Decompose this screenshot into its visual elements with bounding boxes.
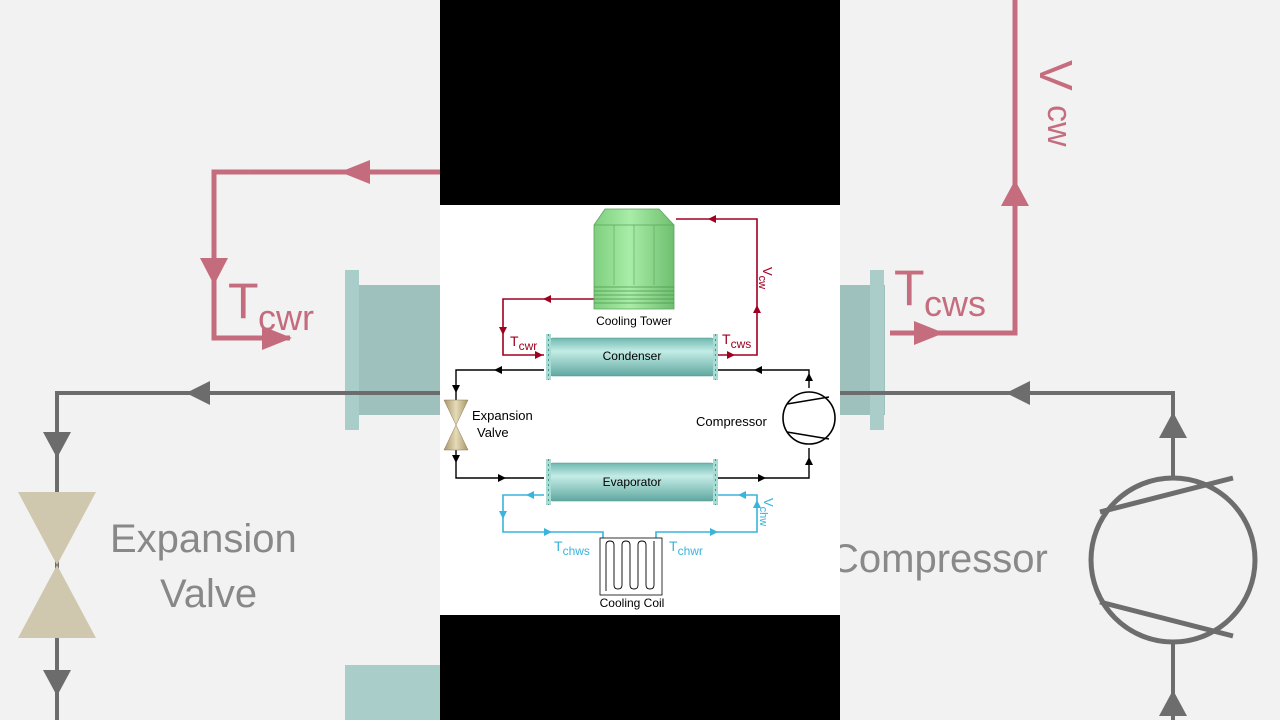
- svg-text:Vchw: Vchw: [757, 498, 776, 526]
- compressor: [782, 391, 836, 445]
- svg-text:Vcw: Vcw: [756, 267, 775, 289]
- t-chwr-label: Tchwr: [669, 538, 703, 558]
- cooling-tower-label: Cooling Tower: [596, 314, 672, 328]
- evaporator-label: Evaporator: [603, 475, 662, 489]
- expansion-valve-label-1: Expansion: [472, 408, 533, 423]
- cooling-coil-label: Cooling Coil: [600, 596, 665, 610]
- background-zoom-left: T cwr Expansion Valve: [0, 0, 440, 720]
- letterbox-top: [440, 0, 840, 205]
- condenser-label: Condenser: [603, 349, 662, 363]
- svg-text:T: T: [894, 260, 925, 316]
- t-cwr-label: Tcwr: [510, 333, 537, 353]
- svg-text:Valve: Valve: [160, 572, 257, 616]
- chiller-diagram: Cooling Tower: [440, 205, 840, 615]
- v-chw-label: Vchw: [757, 498, 776, 526]
- t-chws-label: Tchws: [554, 538, 590, 558]
- cooling-coil: [599, 537, 663, 596]
- v-cw-label: Vcw: [756, 267, 775, 289]
- chilled-water-loop: [502, 494, 758, 543]
- t-cws-label: Tcws: [722, 331, 751, 351]
- expansion-valve: [443, 399, 469, 451]
- condenser: [546, 334, 718, 380]
- compressor-label: Compressor: [696, 414, 767, 429]
- evaporator: [546, 459, 718, 505]
- cooling-tower: [593, 208, 675, 310]
- svg-text:cws: cws: [924, 283, 986, 324]
- svg-text:cwr: cwr: [258, 297, 314, 338]
- svg-text:cw: cw: [1040, 105, 1078, 147]
- svg-text:Expansion: Expansion: [110, 517, 297, 561]
- letterbox-bottom: [440, 615, 840, 720]
- chilled-water-arrows: [499, 491, 761, 536]
- svg-text:V: V: [1030, 60, 1082, 91]
- refrigerant-arrows: [452, 366, 813, 482]
- background-zoom-right: T cws V cw Compressor: [840, 0, 1280, 720]
- condenser-water-arrows: [499, 215, 761, 359]
- expansion-valve-label-2: Valve: [477, 425, 509, 440]
- svg-text:T: T: [228, 273, 259, 329]
- svg-text:Compressor: Compressor: [840, 537, 1048, 581]
